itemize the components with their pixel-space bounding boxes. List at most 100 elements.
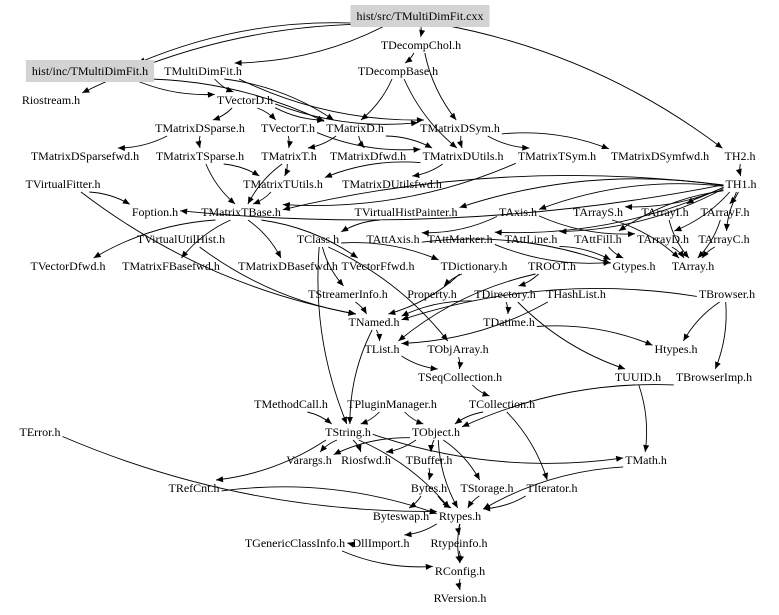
graph-node-tdecompbase[interactable]: TDecompBase.h (358, 64, 438, 78)
graph-node-tattmarker[interactable]: TAttMarker.h (427, 232, 492, 246)
arrowhead-icon (455, 582, 462, 590)
node-label: RVersion.h (434, 591, 487, 605)
graph-node-tattfill[interactable]: TAttFill.h (574, 232, 621, 246)
graph-node-tvirtualutilhist[interactable]: TVirtualUtilHist.h (137, 232, 225, 246)
graph-node-tvirtualhistpainter[interactable]: TVirtualHistPainter.h (355, 205, 458, 219)
graph-node-tattaxis[interactable]: TAttAxis.h (366, 232, 419, 246)
graph-node-htypes[interactable]: Htypes.h (655, 342, 698, 356)
graph-node-rtypeinfo[interactable]: Rtypeinfo.h (431, 536, 488, 550)
arrowhead-icon (715, 141, 723, 149)
graph-node-trefcnt[interactable]: TRefCnt.h (169, 481, 220, 495)
graph-node-tmultidimfit[interactable]: TMultiDimFit.h (164, 64, 242, 78)
node-label: TVirtualFitter.h (26, 177, 101, 191)
graph-node-tbuffer[interactable]: TBuffer.h (406, 453, 453, 467)
graph-node-tvectorffwd[interactable]: TVectorFfwd.h (342, 259, 415, 273)
graph-node-th1[interactable]: TH1.h (726, 177, 757, 191)
graph-node-tarrays[interactable]: TArrayS.h (573, 205, 623, 219)
graph-node-varargs[interactable]: Varargs.h (286, 453, 331, 467)
graph-node-tvirtualfitter[interactable]: TVirtualFitter.h (26, 177, 101, 191)
graph-node-tvectort[interactable]: TVectorT.h (261, 121, 315, 135)
graph-node-tarrayi[interactable]: TArrayI.h (641, 205, 688, 219)
graph-node-troot[interactable]: TROOT.h (528, 259, 576, 273)
graph-node-tvectord[interactable]: TVectorD.h (217, 93, 273, 107)
graph-node-property[interactable]: Property.h (407, 287, 457, 301)
graph-node-tstring[interactable]: TString.h (325, 425, 371, 439)
graph-node-byteswap[interactable]: Byteswap.h (373, 509, 429, 523)
graph-node-tnamed[interactable]: TNamed.h (349, 315, 400, 329)
graph-node-tmatrixd[interactable]: TMatrixD.h (326, 121, 384, 135)
graph-node-tvectordfwd[interactable]: TVectorDfwd.h (31, 259, 106, 273)
graph-node-tseqcollection[interactable]: TSeqCollection.h (418, 370, 502, 384)
node-label: TSeqCollection.h (418, 370, 502, 384)
graph-node-tmatrixdutils[interactable]: TMatrixDUtils.h (423, 149, 504, 163)
graph-node-cxx[interactable]: hist/src/TMultiDimFit.cxx (350, 5, 490, 27)
graph-node-dllimport[interactable]: DllImport.h (353, 536, 410, 550)
graph-node-bytes[interactable]: Bytes.h (411, 481, 447, 495)
arrowhead-icon (419, 29, 426, 37)
graph-node-tarrayc[interactable]: TArrayC.h (698, 232, 749, 246)
graph-node-tstreamerinfo[interactable]: TStreamerInfo.h (308, 287, 388, 301)
graph-node-tdirectory[interactable]: TDirectory.h (474, 287, 536, 301)
graph-node-tobjarray[interactable]: TObjArray.h (427, 342, 488, 356)
node-label: TVectorDfwd.h (31, 259, 106, 273)
graph-node-riosfwd[interactable]: Riosfwd.h (341, 453, 391, 467)
graph-node-tstorage[interactable]: TStorage.h (461, 481, 514, 495)
arrowhead-icon (336, 278, 344, 286)
graph-node-tmatrixtsparse[interactable]: TMatrixTSparse.h (156, 149, 244, 163)
graph-node-tmatrixtsym[interactable]: TMatrixTSym.h (518, 149, 596, 163)
graph-node-tmath[interactable]: TMath.h (625, 453, 667, 467)
graph-node-rconfig[interactable]: RConfig.h (435, 564, 485, 578)
graph-node-tmatrixdsymfwd[interactable]: TMatrixDSymfwd.h (611, 149, 709, 163)
arrowhead-icon (715, 361, 721, 369)
graph-node-tuuid[interactable]: TUUID.h (615, 370, 661, 384)
graph-node-tmatrixfbasefwd[interactable]: TMatrixFBasefwd.h (122, 259, 220, 273)
graph-node-tpluginmanager[interactable]: TPluginManager.h (347, 397, 437, 411)
graph-node-tobject[interactable]: TObject.h (412, 425, 460, 439)
graph-node-terror[interactable]: TError.h (20, 425, 61, 439)
graph-node-tdatime[interactable]: TDatime.h (483, 315, 535, 329)
edge-th1-to-tarrays (624, 186, 724, 208)
graph-node-tgenericclassinfo[interactable]: TGenericClassInfo.h (245, 536, 345, 550)
graph-node-tlist[interactable]: TList.h (365, 342, 400, 356)
graph-node-titerator[interactable]: TIterator.h (527, 481, 578, 495)
graph-node-riostream[interactable]: Riostream.h (22, 93, 80, 107)
graph-node-tmatrixtutils[interactable]: TMatrixTUtils.h (243, 177, 323, 191)
graph-node-tmatrixdfwd[interactable]: TMatrixDfwd.h (330, 149, 406, 163)
graph-node-tbrowserimp[interactable]: TBrowserImp.h (676, 370, 752, 384)
graph-node-tmatrixt[interactable]: TMatrixT.h (261, 149, 316, 163)
graph-node-tmatrixtbase[interactable]: TMatrixTBase.h (201, 205, 281, 219)
graph-node-tcollection[interactable]: TCollection.h (469, 397, 535, 411)
graph-node-foption[interactable]: Foption.h (132, 205, 178, 219)
graph-node-tmatrixdsparsefwd[interactable]: TMatrixDSparsefwd.h (31, 149, 139, 163)
graph-node-tarray[interactable]: TArray.h (672, 259, 715, 273)
graph-node-tdictionary[interactable]: TDictionary.h (441, 259, 508, 273)
edge-terror-to-rtypes (62, 436, 437, 512)
graph-node-gtypes[interactable]: Gtypes.h (613, 259, 656, 273)
graph-node-taxis[interactable]: TAxis.h (499, 205, 537, 219)
arrowhead-icon (467, 500, 474, 508)
graph-node-tmatrixdutilsfwd[interactable]: TMatrixDUtilsfwd.h (342, 177, 442, 191)
graph-node-tmethodcall[interactable]: TMethodCall.h (254, 397, 328, 411)
graph-node-rtypes[interactable]: Rtypes.h (439, 509, 481, 523)
graph-node-inc[interactable]: hist/inc/TMultiDimFit.h (25, 60, 155, 82)
edge-tmatrixtsparse-to-tmatrixtbase (205, 163, 236, 205)
graph-node-tdecompchol[interactable]: TDecompChol.h (381, 38, 461, 52)
graph-node-tmatrixdbasefwd[interactable]: TMatrixDBasefwd.h (238, 259, 338, 273)
graph-node-tmatrixdsparse[interactable]: TMatrixDSparse.h (155, 121, 245, 135)
arrowhead-icon (671, 251, 679, 258)
graph-node-th2[interactable]: TH2.h (725, 149, 756, 163)
node-label: TAxis.h (499, 205, 537, 219)
graph-node-tbrowser[interactable]: TBrowser.h (699, 287, 755, 301)
graph-node-tattline[interactable]: TAttLine.h (505, 232, 558, 246)
graph-node-rversion[interactable]: RVersion.h (434, 591, 487, 605)
edge-th1-to-foption (180, 184, 724, 221)
arrowhead-icon (617, 363, 626, 370)
arrowhead-icon (225, 86, 234, 93)
graph-node-thashlist[interactable]: THashList.h (546, 287, 606, 301)
graph-node-tmatrixdsym[interactable]: TMatrixDSym.h (420, 121, 500, 135)
node-label: TAttFill.h (574, 232, 621, 246)
graph-node-tarrayf[interactable]: TArrayF.h (700, 205, 749, 219)
graph-node-tclass[interactable]: TClass.h (297, 232, 339, 246)
graph-node-tarrayd[interactable]: TArrayD.h (637, 232, 689, 246)
node-label: TAttLine.h (505, 232, 558, 246)
